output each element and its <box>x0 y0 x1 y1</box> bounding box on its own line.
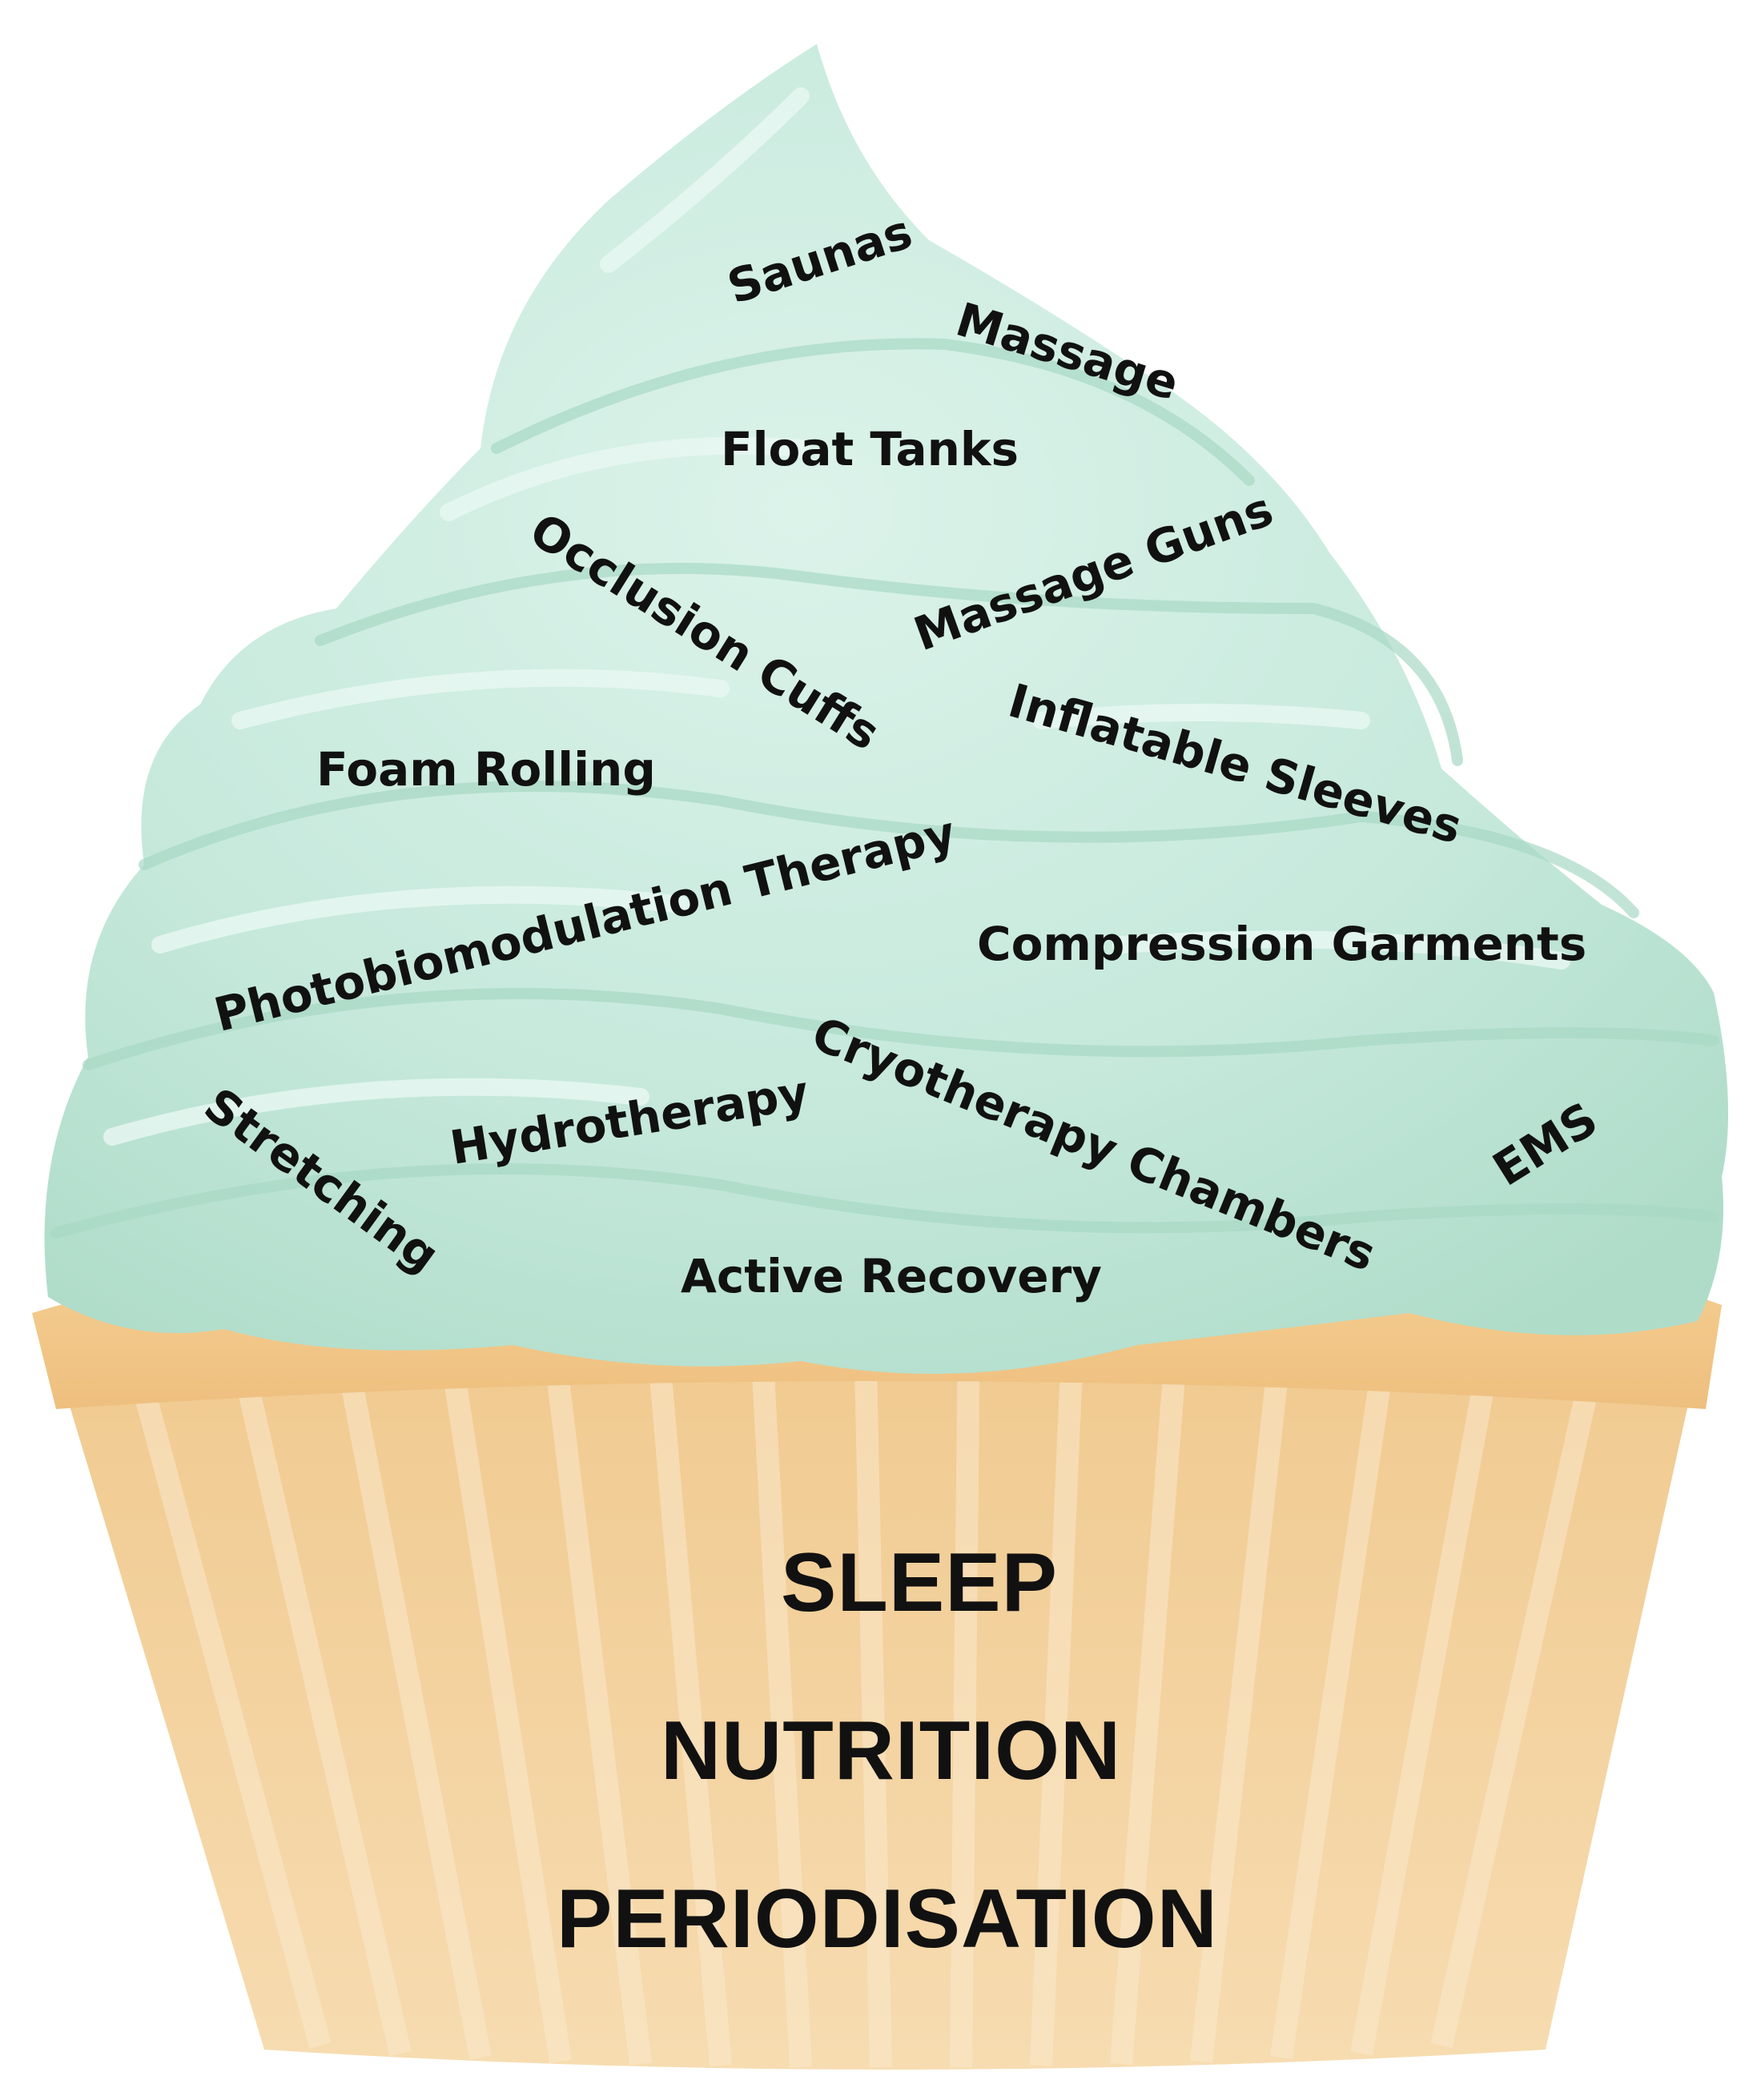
frosting-ridges <box>50 338 1719 1239</box>
topping-label-foam-rolling: Foam Rolling <box>316 742 656 797</box>
topping-label-float-tanks: Float Tanks <box>721 422 1019 476</box>
topping-label-compression-garments: Compression Garments <box>977 917 1587 971</box>
wrapper-stripes <box>125 1328 1605 2068</box>
base-label-periodisation: PERIODISATION <box>557 1873 1218 1965</box>
base-label-nutrition: NUTRITION <box>661 1704 1122 1797</box>
base-label-sleep: SLEEP <box>781 1536 1058 1629</box>
topping-label-active-recovery: Active Recovery <box>681 1249 1102 1303</box>
frosting-highlights <box>103 87 1570 1146</box>
